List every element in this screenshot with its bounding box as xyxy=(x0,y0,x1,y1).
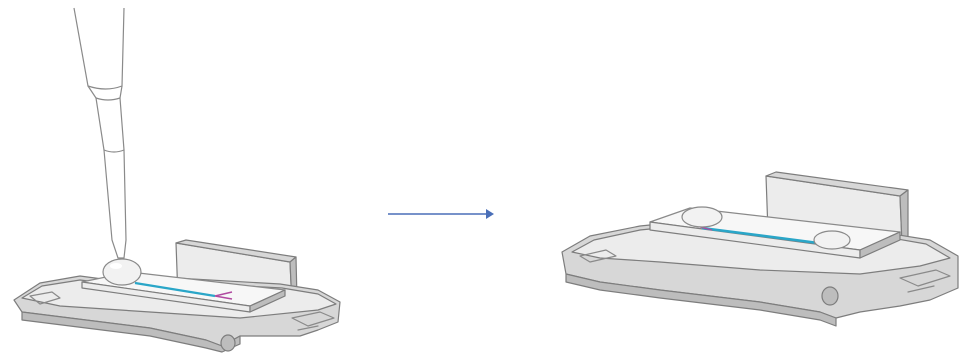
holder-knob-right xyxy=(822,287,838,305)
spread-drop-right xyxy=(814,231,850,249)
spread-drop-left xyxy=(682,207,722,227)
slide-holder-right xyxy=(562,172,958,326)
